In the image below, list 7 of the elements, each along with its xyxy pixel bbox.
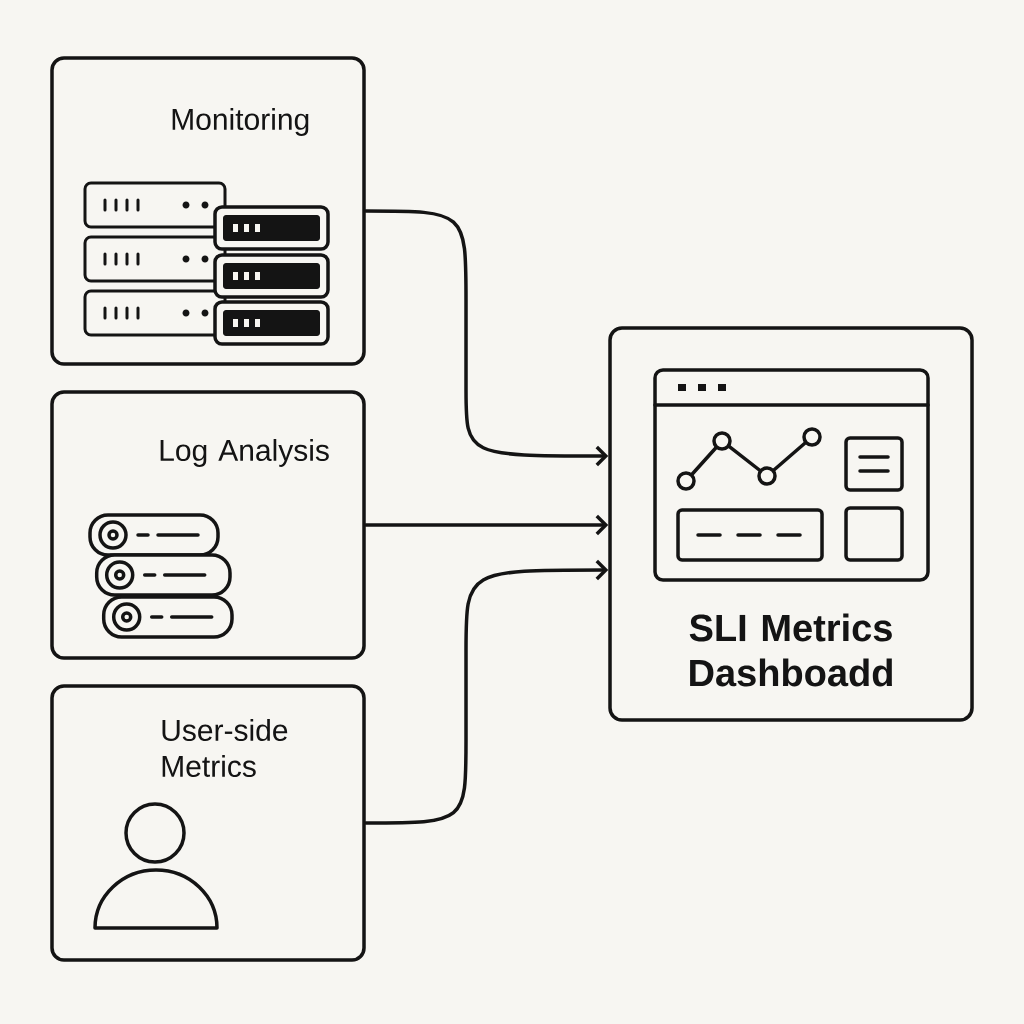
arrow bbox=[364, 209, 609, 467]
arrow bbox=[364, 514, 609, 536]
panel-title: User-side Metrics bbox=[162, 719, 288, 777]
panel-title: SLI Metrics Dashboadd bbox=[689, 613, 892, 687]
arrow bbox=[364, 559, 609, 825]
panel-title: Monitoring bbox=[172, 108, 309, 136]
panel-title: Log Analysis bbox=[160, 439, 329, 467]
